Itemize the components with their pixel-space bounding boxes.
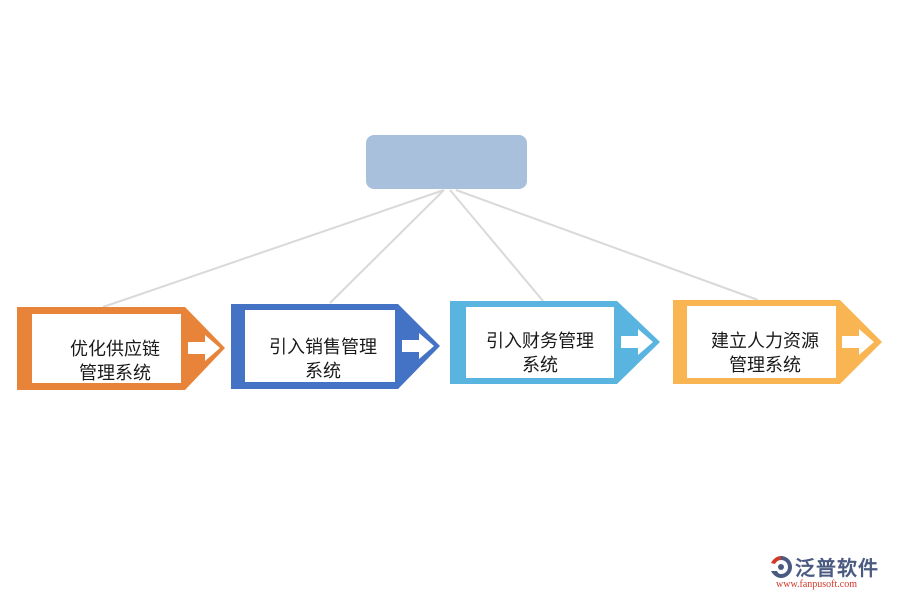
arrow-icon-3 [621, 329, 653, 355]
box-sales [231, 304, 440, 389]
box-label-1-line2: 管理系统 [79, 363, 151, 384]
box-label-4-line2: 管理系统 [729, 355, 801, 376]
box-inner-4 [687, 306, 836, 378]
arrow-icon-2 [402, 333, 434, 359]
watermark-brand: 泛普软件 [795, 556, 879, 580]
connector-line-3 [449, 189, 544, 302]
box-label-1: 优化供应链 管理系统 [40, 338, 190, 386]
box-inner-3 [466, 307, 614, 378]
arrow-icon-4 [842, 329, 874, 355]
box-inner-1 [32, 314, 181, 383]
arrow-icon-1 [188, 335, 220, 361]
root-node [366, 135, 527, 189]
box-label-3-line1: 引入财务管理 [486, 331, 594, 352]
box-hr [673, 300, 882, 384]
box-label-4: 建立人力资源 管理系统 [690, 330, 840, 378]
box-supply-chain [17, 307, 225, 390]
watermark-url: www.fanpusoft.com [776, 579, 858, 590]
box-label-2-line2: 系统 [305, 361, 341, 382]
connector-line-1 [102, 189, 445, 308]
watermark: 泛普软件 www.fanpusoft.com [768, 552, 893, 596]
box-label-3-line2: 系统 [522, 355, 558, 376]
box-label-4-line1: 建立人力资源 [711, 331, 819, 352]
box-label-2-line1: 引入销售管理 [269, 337, 377, 358]
brand-logo-icon [771, 556, 792, 578]
box-label-1-line1: 优化供应链 [70, 339, 160, 360]
box-label-2: 引入销售管理 系统 [248, 336, 398, 384]
connector-line-4 [455, 189, 759, 301]
box-finance [450, 301, 660, 384]
box-inner-2 [245, 310, 395, 382]
box-label-3: 引入财务管理 系统 [465, 330, 615, 378]
connector-line-2 [329, 189, 445, 304]
